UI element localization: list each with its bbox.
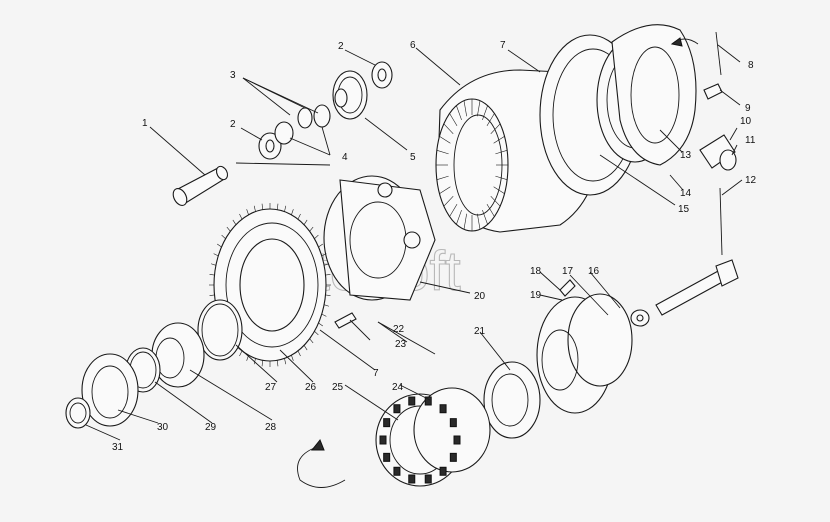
callout-2b: 2 — [230, 119, 236, 130]
callout-12: 12 — [745, 175, 757, 186]
part-flanged-hub — [536, 293, 633, 414]
callout-26: 26 — [305, 382, 317, 393]
callout-18: 18 — [530, 266, 542, 277]
callout-2a: 2 — [338, 41, 344, 52]
callouts: 1 2 2 3 4 5 6 7 8 9 10 11 12 13 14 15 16… — [112, 40, 757, 453]
part-pin-small — [334, 312, 436, 355]
part-bolts-right — [699, 31, 737, 256]
callout-20: 20 — [474, 291, 486, 302]
part-snap-ring — [197, 299, 243, 361]
callout-21: 21 — [474, 326, 486, 337]
callout-4a: 4 — [342, 152, 348, 163]
part-planet-carrier — [323, 175, 436, 301]
callout-9: 9 — [745, 103, 751, 114]
rotation-arrow-icon — [297, 37, 699, 488]
callout-16: 16 — [588, 266, 600, 277]
part-castle-nut — [483, 361, 541, 439]
callout-7a: 7 — [500, 40, 506, 51]
callout-15: 15 — [678, 204, 690, 215]
callout-29: 29 — [205, 422, 217, 433]
callout-13: 13 — [680, 150, 692, 161]
callout-3: 3 — [230, 70, 236, 81]
callout-30: 30 — [157, 422, 169, 433]
callout-6: 6 — [410, 40, 416, 51]
callout-14: 14 — [680, 188, 692, 199]
callout-8: 8 — [748, 60, 754, 71]
part-washers-upper — [258, 61, 393, 160]
part-pin — [172, 165, 229, 206]
callout-22: 22 — [393, 324, 405, 335]
callout-1: 1 — [142, 118, 148, 129]
callout-25: 25 — [332, 382, 344, 393]
callout-24: 24 — [392, 382, 404, 393]
leader-lines — [85, 44, 743, 441]
part-internal-gear-small — [81, 353, 139, 427]
callout-7b: 7 — [373, 368, 379, 379]
part-needle-bearing — [65, 397, 91, 429]
part-small-gear — [332, 70, 368, 120]
part-ring-gear-drum — [435, 69, 601, 233]
callout-5: 5 — [410, 152, 416, 163]
callout-10: 10 — [740, 116, 752, 127]
callout-11: 11 — [745, 135, 756, 146]
part-flange-plate — [611, 24, 697, 166]
callout-28: 28 — [265, 422, 277, 433]
callout-31: 31 — [112, 442, 124, 453]
part-splined-gear — [151, 322, 205, 388]
callout-23: 23 — [395, 339, 407, 350]
callout-19: 19 — [530, 290, 542, 301]
part-long-bolt — [655, 259, 739, 316]
callout-27: 27 — [265, 382, 277, 393]
part-bearing — [375, 387, 491, 487]
callout-17: 17 — [562, 266, 574, 277]
